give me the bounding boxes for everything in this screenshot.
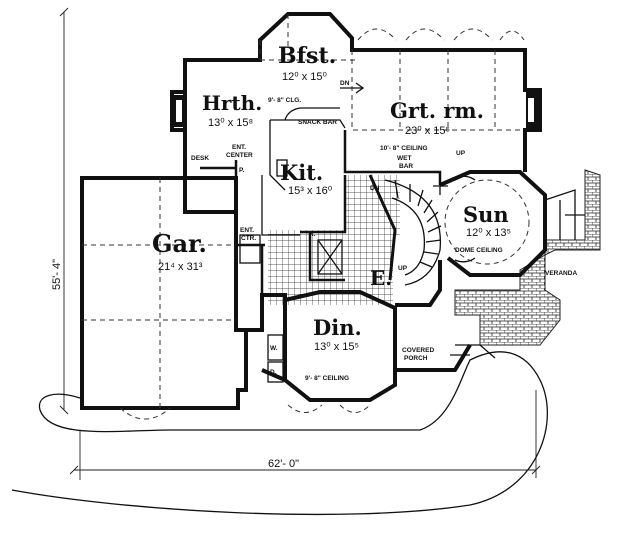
ent-center-cabinet	[239, 234, 261, 264]
room-size-great-room: 23⁰ x 15⁵	[405, 125, 450, 137]
interior-walls	[200, 107, 442, 383]
note-ent-2: CTR.	[241, 235, 256, 242]
room-labels: Bfst. 12⁰ x 15⁰ Hrth. 13⁰ x 15⁸ Kit. 15³…	[152, 43, 511, 353]
dn-arrow	[340, 82, 365, 94]
note-snack-bar: SNACK BAR	[298, 119, 337, 126]
room-size-breakfast: 12⁰ x 15⁰	[282, 71, 327, 83]
room-size-dining: 13⁰ x 15⁵	[314, 341, 359, 353]
fireplaces	[172, 92, 538, 128]
note-wet-2: BAR	[399, 163, 413, 170]
room-name-dining: Din.	[313, 315, 362, 340]
overall-width: 62'- 0"	[268, 458, 299, 470]
veranda	[454, 169, 601, 346]
dimension-lines	[59, 7, 541, 480]
note-d: D.	[270, 369, 277, 376]
veranda-rail	[544, 189, 585, 240]
hall-tile	[345, 175, 400, 235]
room-name-hearth: Hrth.	[202, 91, 262, 115]
room-name-entry: E.	[370, 266, 392, 290]
note-desk: DESK	[191, 155, 209, 162]
room-name-sun: Sun	[463, 202, 509, 227]
room-name-breakfast: Bfst.	[278, 43, 336, 69]
plan-notes: DN 9'- 8" CLG. SNACK BAR DESK ENT. CENTE…	[191, 80, 577, 382]
dashed-outlines	[82, 14, 530, 420]
closet	[317, 239, 343, 275]
curved-stair	[368, 174, 476, 286]
room-size-hearth: 13⁰ x 15⁸	[208, 117, 253, 129]
note-ent-1: ENT.	[240, 227, 254, 234]
room-name-kitchen: Kit.	[280, 160, 323, 185]
note-ent-center-1: ENT.	[232, 144, 246, 151]
note-grt-ceiling: 10'- 8" CEILING	[380, 145, 428, 152]
note-w: W.	[270, 345, 278, 352]
note-wet-1: WET	[397, 155, 411, 162]
note-up-stair: UP	[398, 265, 408, 272]
note-din-ceiling: 9'- 8" CEILING	[305, 375, 349, 382]
note-dn-stair: DN	[370, 185, 380, 192]
note-clg-hearth: 9'- 8" CLG.	[268, 97, 301, 104]
room-size-kitchen: 15³ x 16⁰	[288, 185, 333, 197]
overall-depth: 55'- 4"	[51, 259, 63, 290]
note-dome-ceiling: DOME CEILING	[455, 247, 503, 254]
room-size-sun: 12⁰ x 13⁵	[466, 227, 511, 239]
washer	[267, 334, 284, 361]
porch-steps	[450, 344, 496, 359]
note-dn-bfst: DN	[340, 80, 350, 87]
note-covered-1: COVERED	[402, 347, 434, 354]
note-covered-2: PORCH	[404, 355, 428, 362]
room-name-great-room: Grt. rm.	[390, 98, 484, 123]
room-name-garage: Gar.	[152, 229, 207, 258]
room-size-garage: 21⁴ x 31³	[158, 261, 203, 273]
note-up-grt: UP	[456, 150, 466, 157]
note-p: P.	[239, 167, 244, 174]
note-r: R.	[309, 231, 316, 238]
dryer	[267, 361, 284, 383]
note-veranda: VERANDA	[545, 270, 577, 277]
driveway	[11, 351, 548, 516]
note-ent-center-2: CENTER	[226, 152, 253, 159]
